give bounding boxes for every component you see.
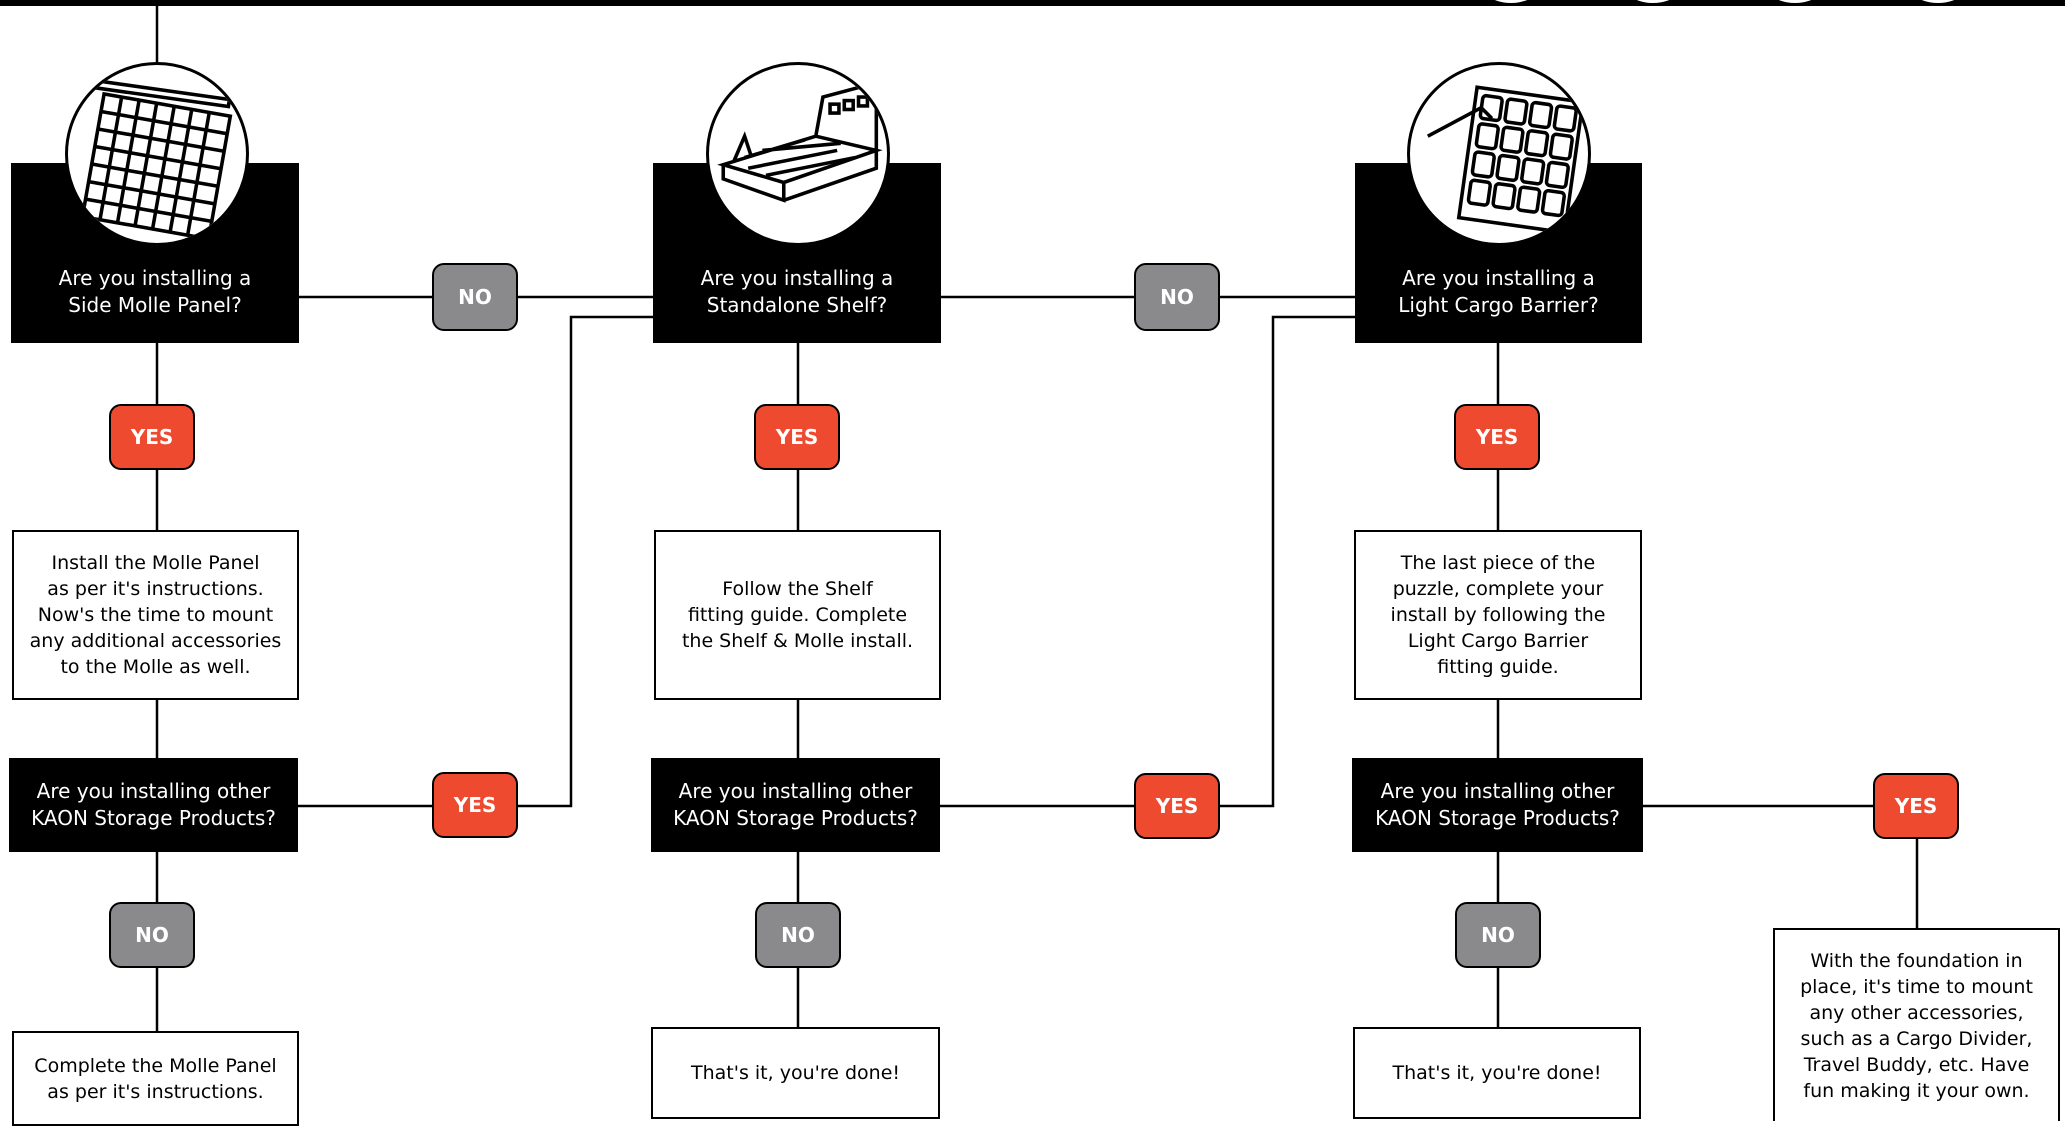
light-cargo-barrier-illustration <box>1407 62 1591 246</box>
action-install-molle-panel: Install the Molle Panel as per it's inst… <box>12 530 299 700</box>
yes-button: YES <box>754 404 840 470</box>
action-text: Install the Molle Panel as per it's inst… <box>29 552 282 678</box>
yes-button: YES <box>109 404 195 470</box>
question-other-products: Are you installing other KAON Storage Pr… <box>651 758 940 852</box>
end-mount-accessories: With the foundation in place, it's time … <box>1773 928 2060 1121</box>
end-text: That's it, you're done! <box>1392 1062 1602 1084</box>
end-done: That's it, you're done! <box>651 1027 940 1119</box>
question-other-products: Are you installing other KAON Storage Pr… <box>9 758 298 852</box>
no-button: NO <box>1455 902 1541 968</box>
question-text: Are you installing a Standalone Shelf? <box>700 266 894 317</box>
question-text: Are you installing a Light Cargo Barrier… <box>1398 266 1599 317</box>
no-label: NO <box>1481 923 1515 947</box>
no-label: NO <box>135 923 169 947</box>
yes-label: YES <box>453 793 497 817</box>
question-text: Are you installing other KAON Storage Pr… <box>31 779 276 830</box>
no-label: NO <box>1160 285 1194 309</box>
action-follow-shelf-guide: Follow the Shelf fitting guide. Complete… <box>654 530 941 700</box>
side-molle-panel-illustration <box>65 62 249 246</box>
yes-label: YES <box>1475 425 1519 449</box>
no-button: NO <box>1134 263 1220 331</box>
end-text: That's it, you're done! <box>691 1062 900 1084</box>
end-text: With the foundation in place, it's time … <box>1800 949 2033 1102</box>
no-button: NO <box>432 263 518 331</box>
end-complete-molle-panel: Complete the Molle Panel as per it's ins… <box>12 1031 299 1126</box>
end-text: Complete the Molle Panel as per it's ins… <box>34 1054 277 1103</box>
yes-button: YES <box>1873 773 1959 839</box>
no-button: NO <box>755 902 841 968</box>
action-text: Follow the Shelf fitting guide. Complete… <box>681 578 914 652</box>
no-label: NO <box>458 285 492 309</box>
no-label: NO <box>781 923 815 947</box>
yes-button: YES <box>432 772 518 838</box>
action-follow-barrier-guide: The last piece of the puzzle, complete y… <box>1354 530 1642 700</box>
yes-button: YES <box>1134 773 1220 839</box>
question-text: Are you installing a Side Molle Panel? <box>58 266 252 317</box>
yes-label: YES <box>775 425 819 449</box>
yes-label: YES <box>130 425 174 449</box>
question-text: Are you installing other KAON Storage Pr… <box>1375 779 1620 830</box>
standalone-shelf-illustration <box>706 62 890 246</box>
question-light-cargo-barrier: Are you installing a Light Cargo Barrier… <box>1355 163 1642 343</box>
yes-label: YES <box>1894 794 1938 818</box>
end-done: That's it, you're done! <box>1353 1027 1641 1119</box>
no-button: NO <box>109 902 195 968</box>
yes-label: YES <box>1155 794 1199 818</box>
question-other-products: Are you installing other KAON Storage Pr… <box>1352 758 1643 852</box>
action-text: The last piece of the puzzle, complete y… <box>1390 552 1606 678</box>
top-bar <box>0 0 2065 6</box>
yes-button: YES <box>1454 404 1540 470</box>
question-text: Are you installing other KAON Storage Pr… <box>673 779 918 830</box>
